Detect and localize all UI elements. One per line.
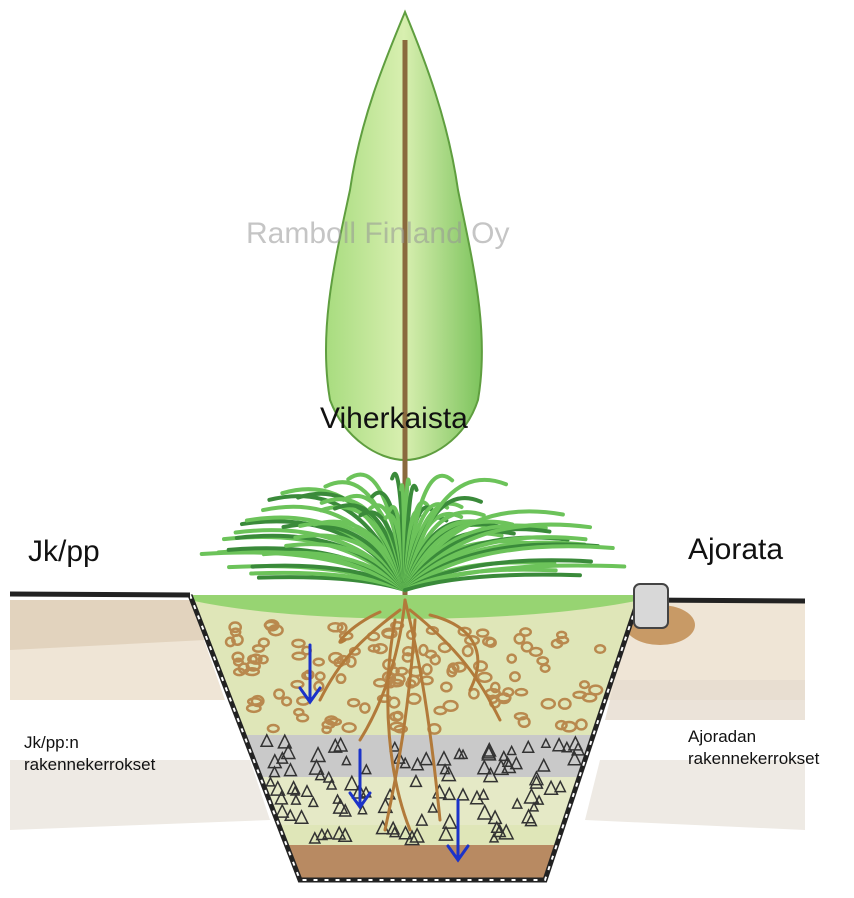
green-strip-label: Viherkaista (320, 402, 468, 436)
road-layers-label-line2: rakennekerrokset (688, 748, 819, 770)
planting-trench (180, 590, 660, 885)
curb-stone-icon (634, 584, 668, 628)
grass-clump (202, 474, 625, 590)
sidewalk-label: Jk/pp (28, 535, 100, 569)
road-layers-label-line1: Ajoradan (688, 726, 756, 748)
roadway-label: Ajorata (688, 533, 783, 567)
watermark-text: Ramboll Finland Oy (246, 217, 509, 251)
sidewalk-layers-label-line2: rakennekerrokset (24, 754, 155, 776)
sidewalk-layers-label-line1: Jk/pp:n (24, 732, 79, 754)
